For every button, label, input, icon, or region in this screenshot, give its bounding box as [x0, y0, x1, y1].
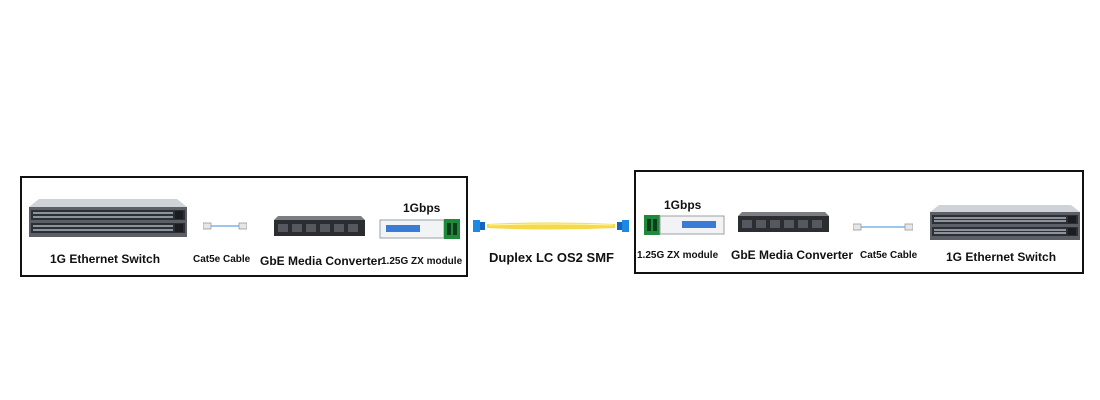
- right-switch-label: 1G Ethernet Switch: [946, 250, 1057, 264]
- right-cat5e-cable-icon: [853, 223, 913, 231]
- left-switch-label: 1G Ethernet Switch: [50, 252, 161, 266]
- left-converter-label: GbE Media Converter: [260, 254, 383, 268]
- right-media-converter-icon: [738, 212, 829, 232]
- duplex-lc-fiber-icon: [473, 220, 629, 232]
- left-cat5e-cable-icon: [203, 222, 247, 230]
- left-cable-label: Cat5e Cable: [193, 254, 251, 265]
- right-site-box: [634, 170, 1084, 274]
- left-site-box: [20, 176, 468, 277]
- right-speed-label: 1Gbps: [664, 198, 702, 212]
- left-ethernet-switch-icon: [29, 199, 187, 237]
- right-converter-label: GbE Media Converter: [731, 248, 854, 262]
- left-media-converter-icon: [274, 216, 365, 236]
- right-cable-label: Cat5e Cable: [860, 250, 918, 261]
- left-module-label: 1.25G ZX module: [381, 256, 463, 267]
- left-sfp-module-icon: [379, 219, 460, 239]
- right-module-label: 1.25G ZX module: [637, 250, 719, 261]
- right-sfp-module-icon: [644, 215, 725, 235]
- left-speed-label: 1Gbps: [403, 201, 441, 215]
- fiber-label: Duplex LC OS2 SMF: [489, 250, 614, 265]
- right-ethernet-switch-icon: [930, 205, 1080, 240]
